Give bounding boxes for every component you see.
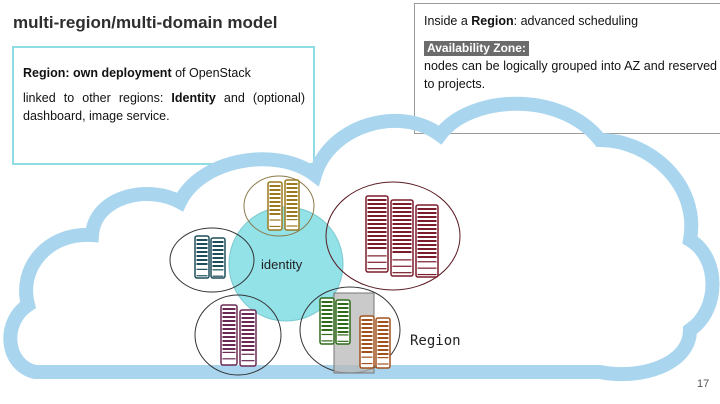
server-rack-icon	[365, 195, 389, 273]
server-rack-icon	[194, 235, 210, 279]
region-line-1: Region: own deployment of OpenStack	[23, 64, 305, 82]
server-rack-icon	[335, 299, 351, 345]
server-rack-icon	[415, 204, 439, 278]
server-rack-icon	[375, 317, 391, 369]
server-rack-icon	[210, 237, 226, 279]
region-description-box: Region: own deployment of OpenStack link…	[12, 46, 315, 165]
cloud-outline	[3, 96, 720, 382]
sched-line-1: Inside a Region: advanced scheduling	[424, 12, 717, 30]
node-group-left	[169, 227, 255, 293]
availability-zone-tag: Availability Zone:	[424, 41, 529, 56]
server-rack-icon	[319, 297, 335, 345]
page-number: 17	[697, 378, 710, 390]
sched-line-1-bold: Region	[471, 14, 514, 28]
server-rack-icon	[220, 304, 238, 366]
server-rack-icon	[359, 315, 375, 369]
server-rack-icon	[239, 309, 257, 367]
server-rack-icon	[284, 179, 300, 231]
node-group-top	[243, 175, 315, 237]
server-rack-icon	[267, 181, 283, 231]
region-line-1-bold: Region: own deployment	[23, 66, 172, 80]
sched-line-1-start: Inside a	[424, 14, 472, 28]
region-label: Region	[410, 333, 461, 349]
server-rack-icon	[390, 199, 414, 277]
server-racks	[194, 179, 439, 369]
region-line-2-bold: Identity	[171, 91, 216, 105]
node-group-bottom-left	[194, 294, 282, 376]
region-line-1-rest: of OpenStack	[171, 66, 251, 80]
az-description: nodes can be logically grouped into AZ a…	[424, 59, 717, 91]
identity-label: identity	[261, 257, 303, 272]
region-line-2-end: and (optional) dashboard, image service.	[23, 91, 305, 123]
region-line-2: linked to other regions: Identity and (o…	[23, 89, 305, 125]
slide-title: multi-region/multi-domain model	[13, 13, 278, 32]
sched-line-1-end: : advanced scheduling	[513, 14, 639, 28]
region-line-2-start: linked to other regions:	[23, 91, 172, 105]
node-group-right	[325, 181, 461, 291]
